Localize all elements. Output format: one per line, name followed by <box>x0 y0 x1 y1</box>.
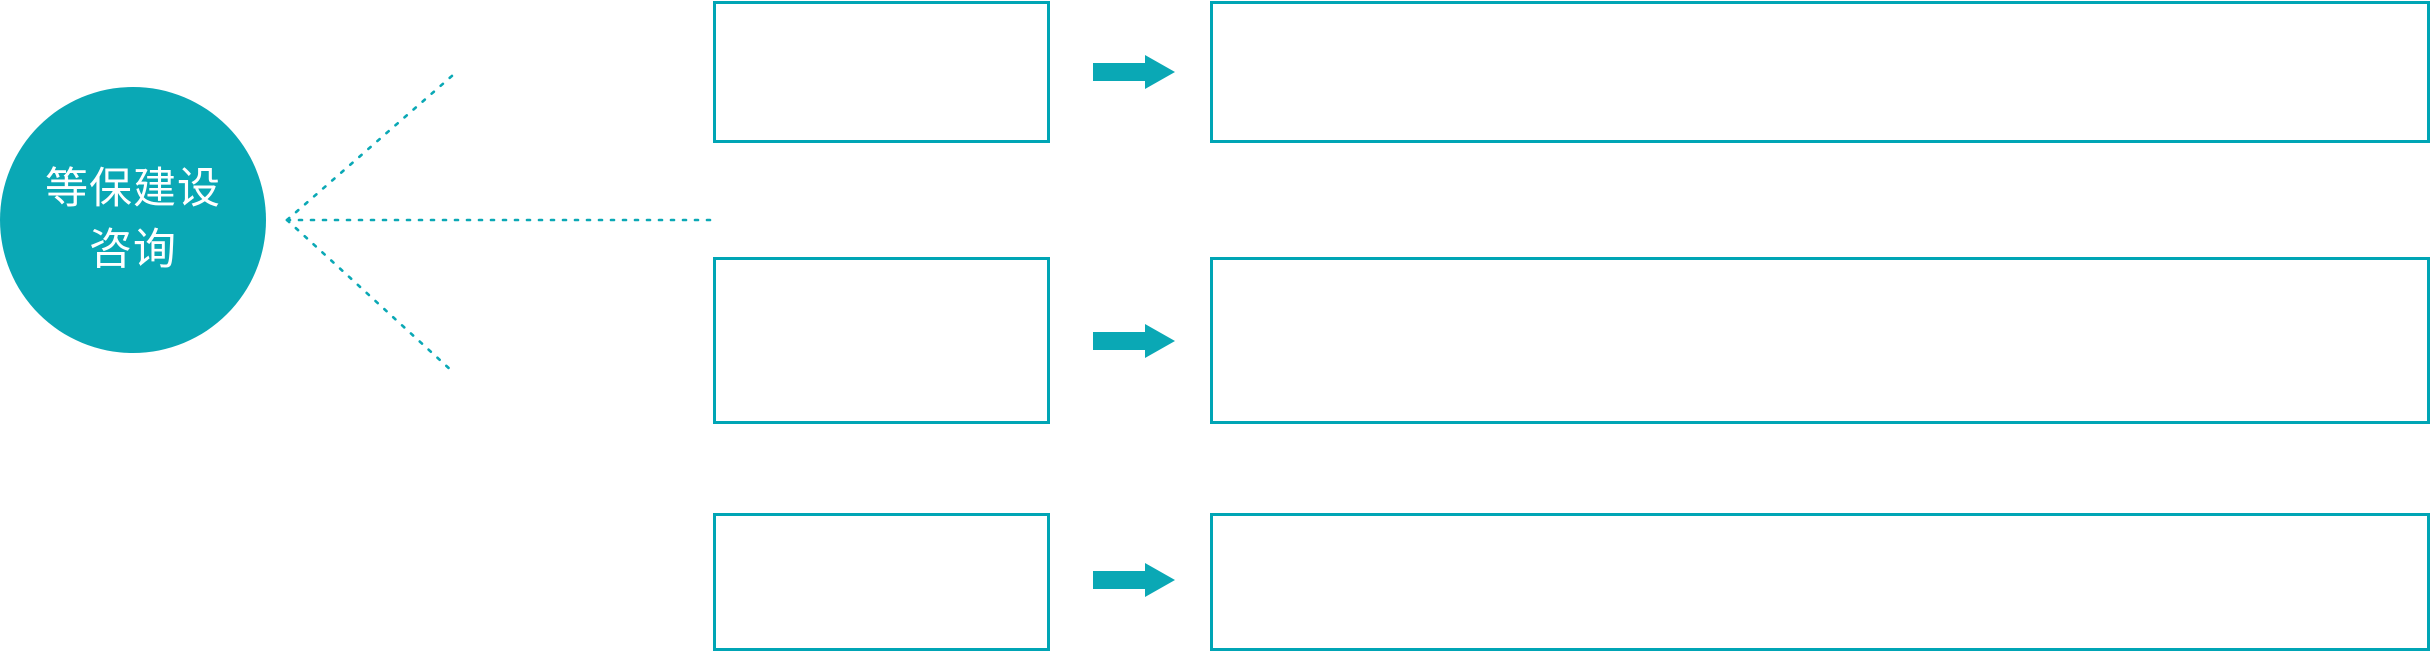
hub-title-line-2: 咨询 <box>89 226 177 274</box>
arrow-right-icon <box>1093 324 1175 358</box>
stage-box-3[interactable] <box>713 513 1050 651</box>
detail-box-2[interactable] <box>1210 257 2430 424</box>
arrow-right-icon <box>1093 55 1175 89</box>
stage-box-2[interactable] <box>713 257 1050 424</box>
arrow-right-icon <box>1093 563 1175 597</box>
detail-box-1[interactable] <box>1210 1 2430 143</box>
diagram-row-1 <box>0 0 2434 145</box>
detail-box-3[interactable] <box>1210 513 2430 651</box>
diagram-row-3 <box>0 512 2434 655</box>
hub-circle[interactable]: 等保建设 咨询 <box>0 87 266 353</box>
stage-box-1[interactable] <box>713 1 1050 143</box>
hub-title-line-1: 等保建设 <box>45 164 221 213</box>
diagram-row-2 <box>0 256 2434 424</box>
